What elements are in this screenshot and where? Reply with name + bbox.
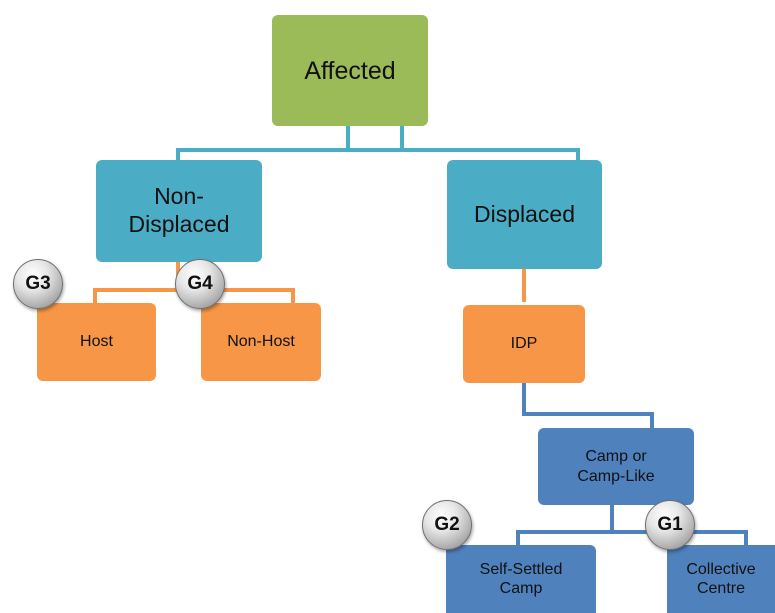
badge-g1-icon: G1 [645, 500, 695, 550]
connector-affected-children [176, 126, 580, 160]
badge-g3-icon: G3 [13, 259, 63, 309]
node-self-settled-camp: Self-Settled Camp [446, 545, 596, 613]
node-idp: IDP [463, 305, 585, 383]
node-non-host: Non-Host [201, 303, 321, 381]
node-affected: Affected [272, 15, 428, 126]
connector-idp-camp [522, 383, 654, 428]
node-host: Host [37, 303, 156, 381]
node-displaced: Displaced [447, 160, 602, 269]
node-camp-or-camp-like: Camp or Camp-Like [538, 428, 694, 505]
badge-g4-icon: G4 [175, 259, 225, 309]
node-collective-centre: Collective Centre [667, 545, 775, 613]
badge-g2-icon: G2 [422, 500, 472, 550]
node-non-displaced: Non- Displaced [96, 160, 262, 262]
connector-camp-children [516, 505, 748, 545]
